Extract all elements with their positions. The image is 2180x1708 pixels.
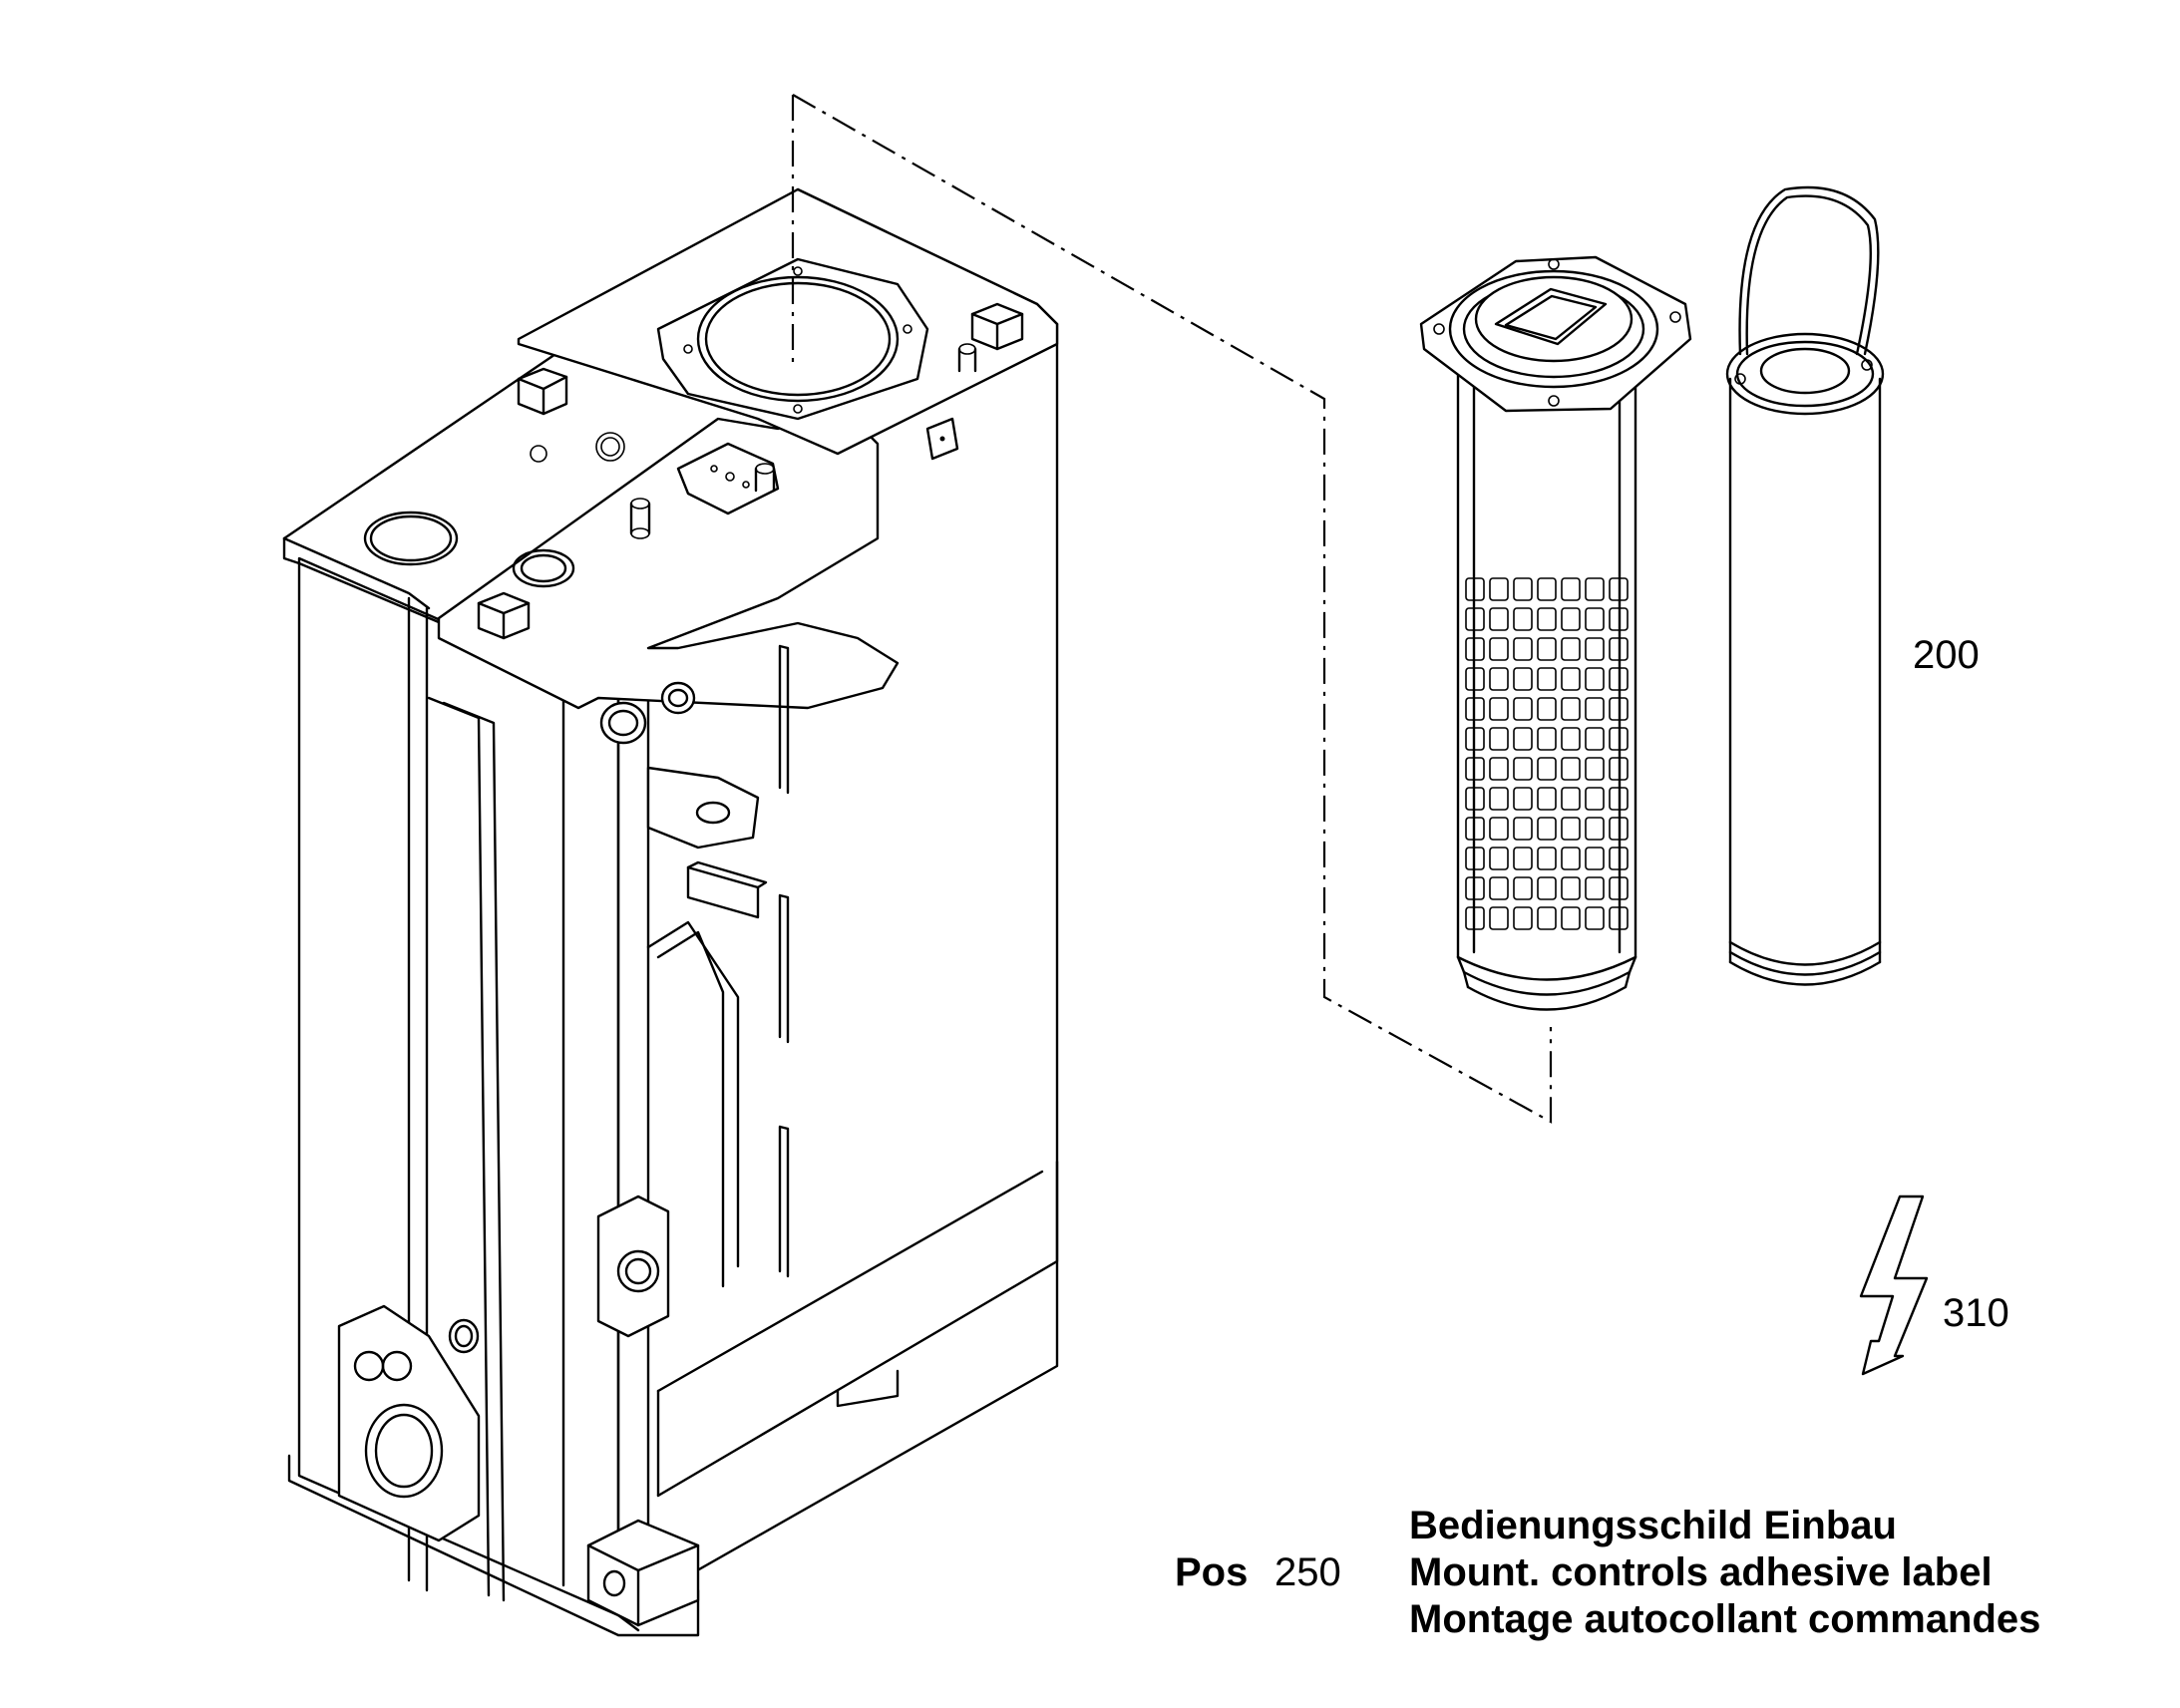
filter-mesh-cell — [1561, 817, 1581, 841]
filter-mesh-cell — [1465, 817, 1485, 841]
filter-mesh-cell — [1561, 607, 1581, 631]
filter-mesh-cell — [1585, 577, 1605, 601]
filter-mesh-cell — [1537, 787, 1557, 811]
filter-mesh-cell — [1561, 757, 1581, 781]
caption-line-fr: Montage autocollant commandes — [1409, 1597, 2040, 1641]
filter-mesh-cell — [1537, 847, 1557, 870]
filter-mesh — [1465, 577, 1629, 930]
filter-mesh-cell — [1489, 607, 1509, 631]
filter-mesh-cell — [1489, 757, 1509, 781]
filter-mesh-cell — [1537, 727, 1557, 751]
filter-mesh-cell — [1585, 697, 1605, 721]
filter-mesh-cell — [1513, 697, 1533, 721]
filter-mesh-cell — [1465, 697, 1485, 721]
filter-mesh-cell — [1465, 727, 1485, 751]
callout-200: 200 — [1913, 633, 1980, 677]
explode-line — [791, 94, 1553, 1124]
filter-element — [1419, 255, 1692, 1011]
caption-pos-number: 250 — [1274, 1550, 1341, 1594]
filter-mesh-cell — [1513, 847, 1533, 870]
filter-mesh-cell — [1585, 876, 1605, 900]
caption-line-de: Bedienungsschild Einbau — [1409, 1504, 1897, 1547]
filter-mesh-cell — [1489, 817, 1509, 841]
filter-mesh-cell — [1513, 607, 1533, 631]
filter-mesh-cell — [1609, 607, 1629, 631]
filter-mesh-cell — [1489, 787, 1509, 811]
filter-mesh-cell — [1489, 876, 1509, 900]
filter-mesh-cell — [1465, 847, 1485, 870]
filter-mesh-cell — [1489, 727, 1509, 751]
position-caption: Pos 250 Bedienungsschild Einbau Mount. c… — [1175, 1504, 2040, 1641]
filter-mesh-cell — [1537, 906, 1557, 930]
filter-mesh-cell — [1537, 757, 1557, 781]
filter-mesh-cell — [1561, 876, 1581, 900]
filter-mesh-cell — [1537, 817, 1557, 841]
filter-mesh-cell — [1609, 906, 1629, 930]
filter-mesh-cell — [1465, 637, 1485, 661]
filter-mesh-cell — [1561, 787, 1581, 811]
filter-mesh-cell — [1561, 727, 1581, 751]
filter-mesh-cell — [1465, 757, 1485, 781]
filter-mesh-cell — [1489, 847, 1509, 870]
filter-mesh-cell — [1561, 847, 1581, 870]
filter-mesh-cell — [1513, 637, 1533, 661]
caption-line-en: Mount. controls adhesive label — [1409, 1550, 1993, 1594]
filter-mesh-cell — [1513, 787, 1533, 811]
filter-mesh-cell — [1513, 577, 1533, 601]
caption-pos-label: Pos — [1175, 1550, 1248, 1594]
filter-mesh-cell — [1609, 667, 1629, 691]
filter-mesh-cell — [1489, 577, 1509, 601]
filter-mesh-cell — [1489, 637, 1509, 661]
filter-mesh-cell — [1561, 697, 1581, 721]
filter-mesh-cell — [1561, 906, 1581, 930]
filter-mesh-cell — [1609, 876, 1629, 900]
filter-mesh-cell — [1609, 757, 1629, 781]
filter-mesh-cell — [1585, 906, 1605, 930]
filter-mesh-cell — [1465, 906, 1485, 930]
filter-mesh-cell — [1609, 817, 1629, 841]
filter-mesh-cell — [1537, 697, 1557, 721]
tank-body — [282, 187, 1059, 1637]
filter-mesh-cell — [1465, 787, 1485, 811]
filter-cover — [1725, 185, 1885, 986]
filter-mesh-cell — [1609, 727, 1629, 751]
filter-mesh-cell — [1489, 697, 1509, 721]
callout-310: 310 — [1943, 1291, 2009, 1335]
filter-mesh-cell — [1513, 667, 1533, 691]
filter-mesh-cell — [1561, 667, 1581, 691]
filter-mesh-cell — [1585, 607, 1605, 631]
filter-mesh-cell — [1465, 607, 1485, 631]
filter-mesh-cell — [1537, 577, 1557, 601]
filter-mesh-cell — [1537, 876, 1557, 900]
filter-mesh-cell — [1585, 727, 1605, 751]
filter-mesh-cell — [1585, 787, 1605, 811]
filter-mesh-cell — [1513, 876, 1533, 900]
filter-mesh-cell — [1537, 607, 1557, 631]
filter-mesh-cell — [1465, 577, 1485, 601]
filter-mesh-cell — [1489, 906, 1509, 930]
filter-mesh-cell — [1609, 637, 1629, 661]
filter-mesh-cell — [1585, 847, 1605, 870]
filter-mesh-cell — [1585, 757, 1605, 781]
filter-mesh-cell — [1537, 637, 1557, 661]
filter-mesh-cell — [1465, 876, 1485, 900]
filter-mesh-cell — [1585, 667, 1605, 691]
filter-mesh-cell — [1561, 577, 1581, 601]
filter-mesh-cell — [1537, 667, 1557, 691]
filter-mesh-cell — [1609, 787, 1629, 811]
filter-mesh-cell — [1609, 577, 1629, 601]
filter-mesh-cell — [1513, 757, 1533, 781]
filter-mesh-cell — [1585, 637, 1605, 661]
lightning-bolt-icon — [1859, 1195, 1929, 1376]
filter-mesh-cell — [1489, 667, 1509, 691]
filter-mesh-cell — [1561, 637, 1581, 661]
filter-mesh-cell — [1513, 727, 1533, 751]
filter-mesh-cell — [1465, 667, 1485, 691]
filter-mesh-cell — [1609, 697, 1629, 721]
filter-mesh-cell — [1609, 847, 1629, 870]
filter-mesh-cell — [1585, 817, 1605, 841]
filter-mesh-cell — [1513, 817, 1533, 841]
filter-mesh-cell — [1513, 906, 1533, 930]
